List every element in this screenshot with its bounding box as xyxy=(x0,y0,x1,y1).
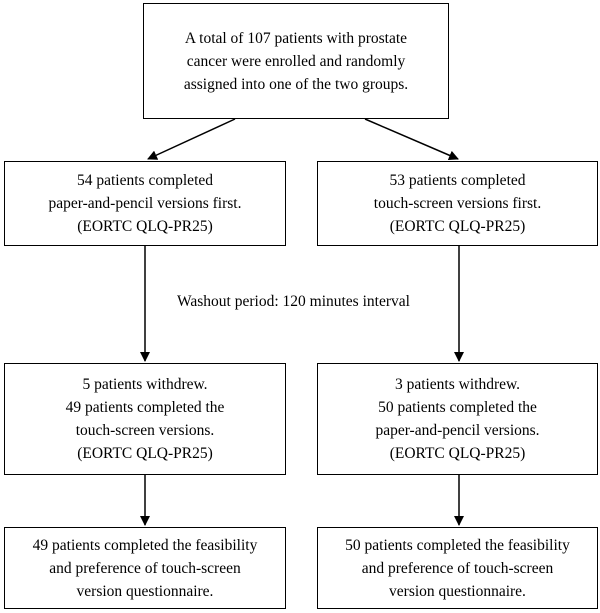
washout-label: Washout period: 120 minutes interval xyxy=(177,293,410,310)
right-second-line-2: 50 patients completed the xyxy=(378,399,537,416)
left-third-line-1: 49 patients completed the feasibility xyxy=(32,536,258,554)
left-third-box: 49 patients completed the feasibility an… xyxy=(4,527,286,609)
enrollment-line-3: assigned into one of the two groups. xyxy=(183,75,409,93)
right-first-line-1: 53 patients completed xyxy=(389,172,526,189)
right-second-box: 3 patients withdrew. 50 patients complet… xyxy=(317,363,598,475)
right-third-line-1: 50 patients completed the feasibility xyxy=(345,536,570,554)
left-second-line-2: 49 patients completed the xyxy=(65,399,225,416)
right-second-line-4: (EORTC QLQ-PR25) xyxy=(389,445,526,462)
right-first-line-3: (EORTC QLQ-PR25) xyxy=(389,218,526,235)
right-third-line-2: and preference of touch-screen xyxy=(361,559,554,577)
arrow-top-to-left xyxy=(147,118,236,160)
right-third-line-3: version questionnaire. xyxy=(389,582,526,600)
arrow-top-to-right xyxy=(364,118,459,161)
enrollment-line-2: cancer were enrolled and randomly xyxy=(186,52,406,70)
left-third-line-3: version questionnaire. xyxy=(76,582,214,600)
right-second-line-1: 3 patients withdrew. xyxy=(394,376,521,393)
left-first-line-1: 54 patients completed xyxy=(76,172,214,189)
right-first-box: 53 patients completed touch-screen versi… xyxy=(317,161,598,246)
left-first-line-2: paper-and-pencil versions first. xyxy=(48,195,242,212)
right-third-box: 50 patients completed the feasibility an… xyxy=(317,527,598,609)
enrollment-box: A total of 107 patients with prostate ca… xyxy=(143,3,449,119)
left-first-box: 54 patients completed paper-and-pencil v… xyxy=(4,161,286,246)
left-third-line-2: and preference of touch-screen xyxy=(49,559,241,577)
left-first-line-3: (EORTC QLQ-PR25) xyxy=(77,218,213,235)
left-second-line-3: touch-screen versions. xyxy=(75,422,215,439)
enrollment-line-1: A total of 107 patients with prostate xyxy=(184,29,408,47)
right-second-line-3: paper-and-pencil versions. xyxy=(375,422,540,439)
left-second-line-4: (EORTC QLQ-PR25) xyxy=(77,445,213,462)
right-first-line-2: touch-screen versions first. xyxy=(373,195,542,212)
left-second-box: 5 patients withdrew. 49 patients complet… xyxy=(4,363,286,475)
left-second-line-1: 5 patients withdrew. xyxy=(82,376,208,393)
